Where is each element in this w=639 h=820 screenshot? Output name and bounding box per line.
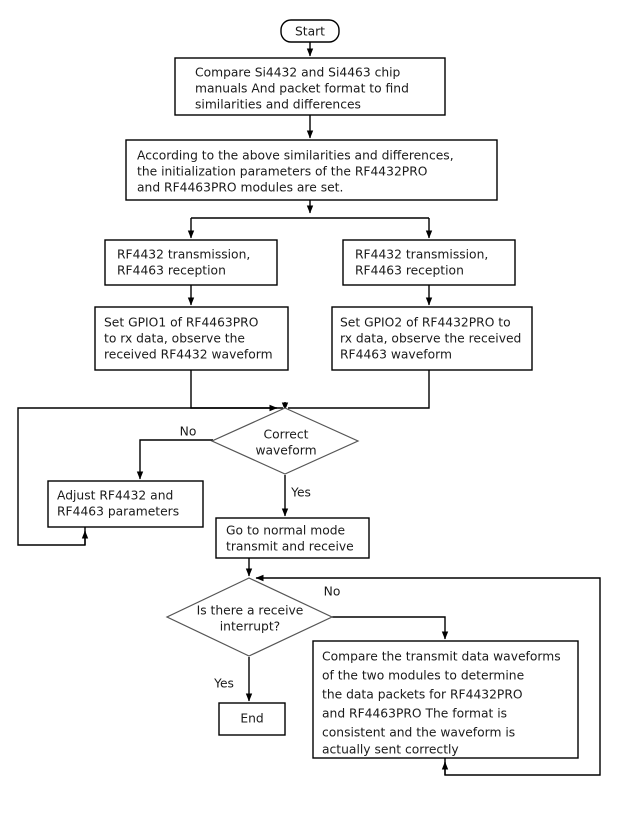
node-normal-mode[interactable]: Go to normal mode transmit and receive	[215, 517, 370, 559]
right-gpio-line-2: rx data, observe the received	[340, 332, 521, 346]
edge-right-gpio-to-merge	[288, 370, 430, 409]
right-gpio-line-3: RF4463 waveform	[340, 348, 452, 362]
right-transmission-line-1: RF4432 transmission,	[355, 248, 488, 262]
compare-manuals-line-2: manuals And packet format to find	[195, 82, 409, 96]
compare-manuals-line-3: similarities and differences	[195, 98, 361, 112]
node-left-gpio[interactable]: Set GPIO1 of RF4463PRO to rx data, obser…	[94, 306, 289, 371]
compare-waveforms-line-5: consistent and the waveform is	[322, 726, 515, 740]
compare-waveforms-line-1: Compare the transmit data waveforms	[322, 650, 561, 664]
edge-labels-layer: No Yes No Yes	[180, 425, 341, 691]
init-params-line-2: the initialization parameters of the RF4…	[137, 165, 427, 179]
normal-mode-shape	[215, 517, 370, 559]
compare-waveforms-line-6: actually sent correctly	[322, 743, 459, 757]
compare-waveforms-line-2: of the two modules to determine	[322, 669, 524, 683]
left-transmission-line-1: RF4432 transmission,	[117, 248, 250, 262]
node-compare-waveforms[interactable]: Compare the transmit data waveforms of t…	[312, 640, 579, 759]
compare-manuals-line-1: Compare Si4432 and Si4463 chip	[195, 66, 401, 80]
adjust-params-line-1: Adjust RF4432 and	[57, 489, 173, 503]
edge-left-gpio-to-merge	[190, 370, 283, 409]
init-params-line-1: According to the above similarities and …	[137, 149, 454, 163]
left-gpio-line-3: received RF4432 waveform	[104, 348, 273, 362]
node-adjust-params[interactable]: Adjust RF4432 and RF4463 parameters	[47, 480, 204, 528]
adjust-params-shape	[47, 480, 204, 528]
right-gpio-line-1: Set GPIO2 of RF4432PRO to	[340, 316, 511, 330]
node-start[interactable]: Start	[280, 19, 340, 43]
node-compare-manuals[interactable]: Compare Si4432 and Si4463 chip manuals A…	[174, 57, 446, 116]
edge-correct-waveform-no-to-adjust	[136, 439, 213, 480]
end-label: End	[240, 712, 263, 726]
node-right-gpio[interactable]: Set GPIO2 of RF4432PRO to rx data, obser…	[331, 306, 533, 371]
edge-receive-interrupt-no-to-compare-waveforms	[332, 616, 449, 640]
receive-interrupt-line-2: interrupt?	[220, 620, 280, 634]
node-end[interactable]: End	[218, 702, 286, 736]
receive-interrupt-line-1: Is there a receive	[197, 604, 304, 618]
start-label: Start	[295, 25, 325, 39]
node-correct-waveform[interactable]: Correct waveform	[210, 407, 360, 475]
node-init-params[interactable]: According to the above similarities and …	[125, 139, 498, 201]
left-transmission-line-2: RF4463 reception	[117, 264, 226, 278]
end-shape	[218, 702, 286, 736]
edge-label-correct-waveform-yes: Yes	[290, 486, 311, 500]
right-transmission-shape	[342, 239, 516, 286]
init-params-line-3: and RF4463PRO modules are set.	[137, 181, 343, 195]
left-gpio-line-2: to rx data, observe the	[104, 332, 245, 346]
compare-waveforms-line-3: the data packets for RF4432PRO	[322, 688, 523, 702]
left-gpio-shape	[94, 306, 289, 371]
node-right-transmission[interactable]: RF4432 transmission, RF4463 reception	[342, 239, 516, 286]
edges-layer	[17, 42, 601, 776]
init-params-shape	[125, 139, 498, 201]
left-transmission-shape	[104, 239, 278, 286]
compare-waveforms-line-4: and RF4463PRO The format is	[322, 707, 507, 721]
node-left-transmission[interactable]: RF4432 transmission, RF4463 reception	[104, 239, 278, 286]
edge-label-correct-waveform-no: No	[180, 425, 197, 439]
compare-manuals-shape	[174, 57, 446, 116]
compare-waveforms-shape	[312, 640, 579, 759]
node-receive-interrupt[interactable]: Is there a receive interrupt?	[165, 577, 334, 657]
right-gpio-shape	[331, 306, 533, 371]
correct-waveform-line-2: waveform	[255, 444, 316, 458]
adjust-params-line-2: RF4463 parameters	[57, 505, 179, 519]
correct-waveform-shape	[210, 407, 360, 475]
right-transmission-line-2: RF4463 reception	[355, 264, 464, 278]
normal-mode-line-2: transmit and receive	[226, 540, 354, 554]
start-shape	[280, 19, 340, 43]
normal-mode-line-1: Go to normal mode	[226, 524, 345, 538]
receive-interrupt-shape	[165, 577, 334, 657]
correct-waveform-line-1: Correct	[264, 428, 309, 442]
edge-label-receive-interrupt-yes: Yes	[213, 677, 234, 691]
left-gpio-line-1: Set GPIO1 of RF4463PRO	[104, 316, 258, 330]
edge-label-receive-interrupt-no: No	[324, 585, 341, 599]
